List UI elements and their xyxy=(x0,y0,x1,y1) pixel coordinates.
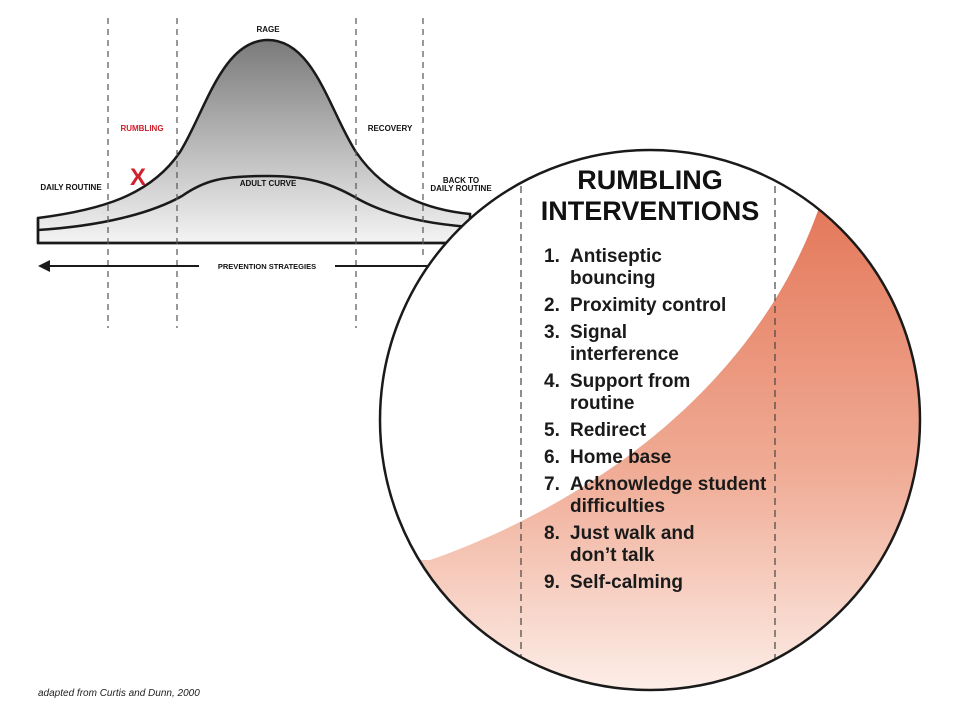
baseline-outline xyxy=(36,218,470,245)
intervention-text: Acknowledge student difficulties xyxy=(570,474,767,517)
adult-curve-line xyxy=(37,174,471,232)
intervention-number: 6. xyxy=(544,447,560,468)
intervention-text: Support from routine xyxy=(570,371,691,414)
intervention-text: Home base xyxy=(570,447,672,468)
intervention-item: 2. Proximity control xyxy=(544,295,784,317)
intervention-number: 8. xyxy=(544,523,560,544)
intervention-item: 7. Acknowledge student difficulties xyxy=(544,474,784,518)
stage-label-adult-curve: ADULT CURVE xyxy=(239,179,297,188)
magnifier-outline xyxy=(378,148,922,692)
intervention-item: 3. Signal interference xyxy=(544,322,784,366)
intervention-item: 4. Support from routine xyxy=(544,371,784,415)
intervention-number: 1. xyxy=(544,246,560,267)
back-to-line2: DAILY ROUTINE xyxy=(430,184,492,194)
source-caption: adapted from Curtis and Dunn, 2000 xyxy=(38,688,200,699)
stage-label-daily-routine: DAILY ROUTINE xyxy=(40,183,102,192)
intervention-text: Signal interference xyxy=(570,322,679,365)
intervention-number: 9. xyxy=(544,572,560,593)
intervention-number: 2. xyxy=(544,295,560,316)
stage-label-rage: RAGE xyxy=(256,25,280,34)
intervention-item: 8. Just walk and don’t talk xyxy=(544,523,784,567)
prevention-arrow-head xyxy=(38,260,50,272)
prevention-strategies-label: PREVENTION STRATEGIES xyxy=(199,262,335,271)
intervention-text: Just walk and don’t talk xyxy=(570,523,695,566)
intervention-text: Proximity control xyxy=(570,295,727,316)
intervention-item: 5. Redirect xyxy=(544,420,784,442)
rage-curve xyxy=(36,38,472,245)
back-to-line1: BACK TO xyxy=(442,176,480,185)
intervention-item: 1. Antiseptic bouncing xyxy=(544,246,784,290)
stage-label-back-to-routine: BACK TO DAILY ROUTINE xyxy=(420,176,502,194)
intervention-item: 9. Self-calming xyxy=(544,572,784,594)
intervention-text: Antiseptic bouncing xyxy=(570,246,662,289)
intervention-number: 5. xyxy=(544,420,560,441)
intervention-number: 3. xyxy=(544,322,560,343)
rumbling-marker: X xyxy=(130,164,147,191)
stage-label-rumbling: RUMBLING xyxy=(120,124,164,133)
intervention-number: 7. xyxy=(544,474,560,495)
panel-title-line1: RUMBLING xyxy=(577,165,723,195)
intervention-item: 6. Home base xyxy=(544,447,784,469)
panel-title: RUMBLING INTERVENTIONS xyxy=(520,165,780,227)
interventions-list: 1. Antiseptic bouncing 2. Proximity cont… xyxy=(544,246,784,599)
panel-title-line2: INTERVENTIONS xyxy=(540,196,760,226)
intervention-text: Redirect xyxy=(570,420,647,441)
salmon-curve-area xyxy=(380,205,920,690)
intervention-number: 4. xyxy=(544,371,560,392)
stage-label-recovery: RECOVERY xyxy=(367,124,413,133)
intervention-text: Self-calming xyxy=(570,572,683,593)
